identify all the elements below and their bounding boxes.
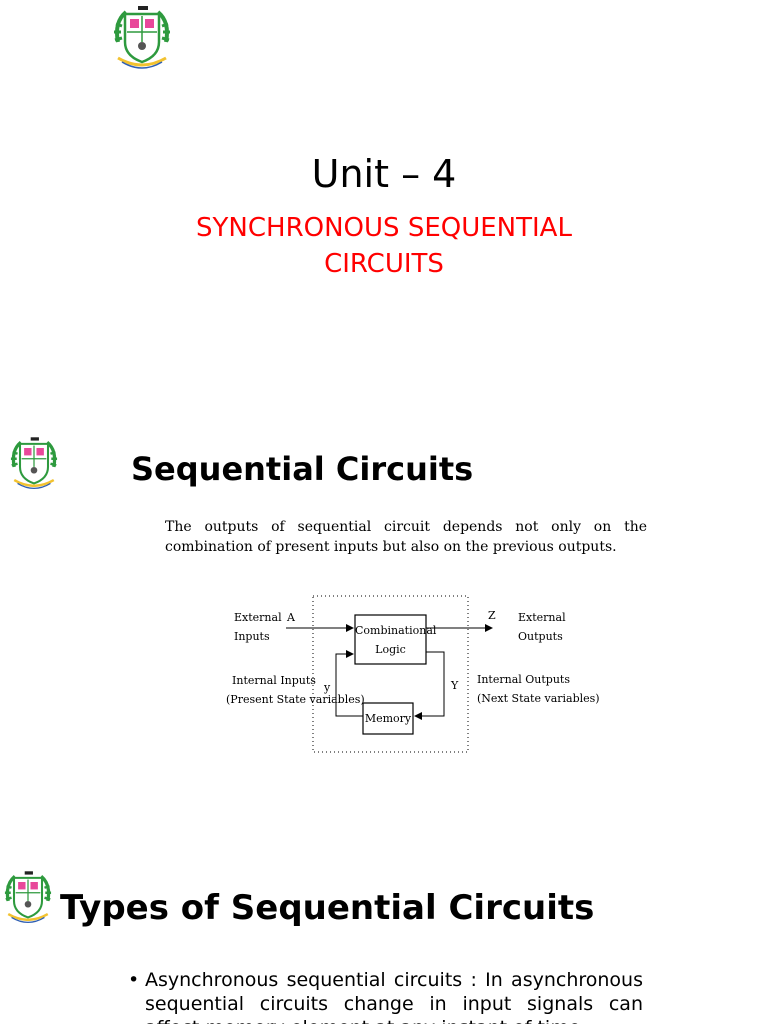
label-next-state-var: Y [451,679,459,692]
label-state-var: y [324,681,331,694]
bullet-text: Asynchronous sequential circuits : In as… [145,969,643,1024]
label-memory: Memory [364,712,412,725]
bullet-item: • Asynchronous sequential circuits : In … [128,968,643,1024]
college-logo-icon [108,2,176,70]
slide-subtitle: SYNCHRONOUS SEQUENTIAL CIRCUITS [196,213,572,279]
label-external-outputs: External Outputs [518,611,566,643]
college-logo-icon [0,868,56,924]
slide-title: Unit – 4 SYNCHRONOUS SEQUENTIAL CIRCUITS [0,0,768,384]
slide-heading: Sequential Circuits [131,450,474,488]
slide-heading: Types of Sequential Circuits [60,888,595,928]
college-logo-icon [6,434,62,490]
slide-paragraph: The outputs of sequential circuit depend… [165,519,647,555]
slide-title-heading: Unit – 4 [311,152,457,196]
slide-sequential-circuits: Sequential Circuits The outputs of seque… [0,416,768,800]
label-external-inputs: External Inputs [234,611,282,643]
label-combinational-logic: Combinational Logic [355,624,437,656]
label-input-var: A [287,611,295,624]
label-internal-outputs: Internal Outputs (Next State variables) [477,673,600,705]
bullet-dot-icon: • [128,969,140,991]
label-output-var: Z [488,609,496,622]
label-internal-inputs: Internal Inputs (Present State variables… [226,674,365,706]
sequential-circuit-diagram: External Inputs A Combinational Logic Z … [224,594,600,754]
slide-types-of-sequential-circuits: Types of Sequential Circuits • Asynchron… [0,848,768,1024]
